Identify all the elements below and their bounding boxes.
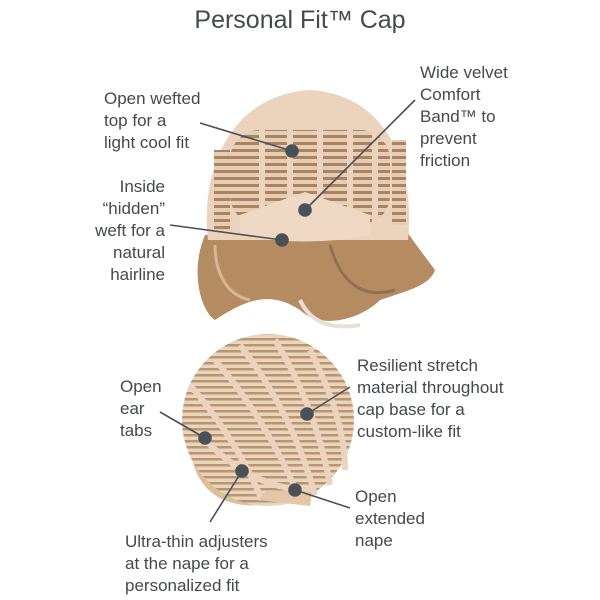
label-stretch-material: Resilient stretch material throughout ca… xyxy=(357,356,504,441)
callout-velvet-band xyxy=(298,99,416,217)
front-wig-image xyxy=(197,90,435,329)
label-adjusters: Ultra-thin adjusters at the nape for a p… xyxy=(125,532,268,595)
callout-stretch-material xyxy=(300,386,351,421)
callout-adjusters xyxy=(209,464,249,523)
back-wig-image xyxy=(182,334,354,506)
label-hidden-weft: Inside “hidden” weft for a natural hairl… xyxy=(95,177,165,284)
callout-open-wefted-top xyxy=(199,122,299,158)
callout-ear-tabs xyxy=(159,411,212,445)
callout-hidden-weft xyxy=(169,224,289,247)
label-ear-tabs: Open ear tabs xyxy=(120,377,162,440)
label-extended-nape: Open extended nape xyxy=(355,487,425,550)
callout-extended-nape xyxy=(288,483,351,509)
label-open-wefted-top: Open wefted top for a light cool fit xyxy=(104,89,201,152)
label-velvet-band: Wide velvet Comfort Band™ to prevent fri… xyxy=(420,63,508,170)
page-title: Personal Fit™ Cap xyxy=(194,6,406,34)
